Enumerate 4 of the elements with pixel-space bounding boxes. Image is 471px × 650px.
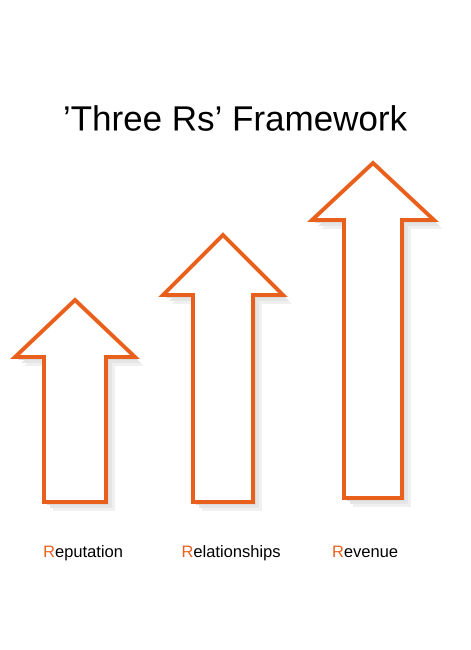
arrow-label: Revenue [333,546,398,558]
title: ’Three Rs’ Framework [65,105,408,131]
arrow-label: Relationships [182,545,280,560]
arrow-label: Reputation [44,545,122,560]
